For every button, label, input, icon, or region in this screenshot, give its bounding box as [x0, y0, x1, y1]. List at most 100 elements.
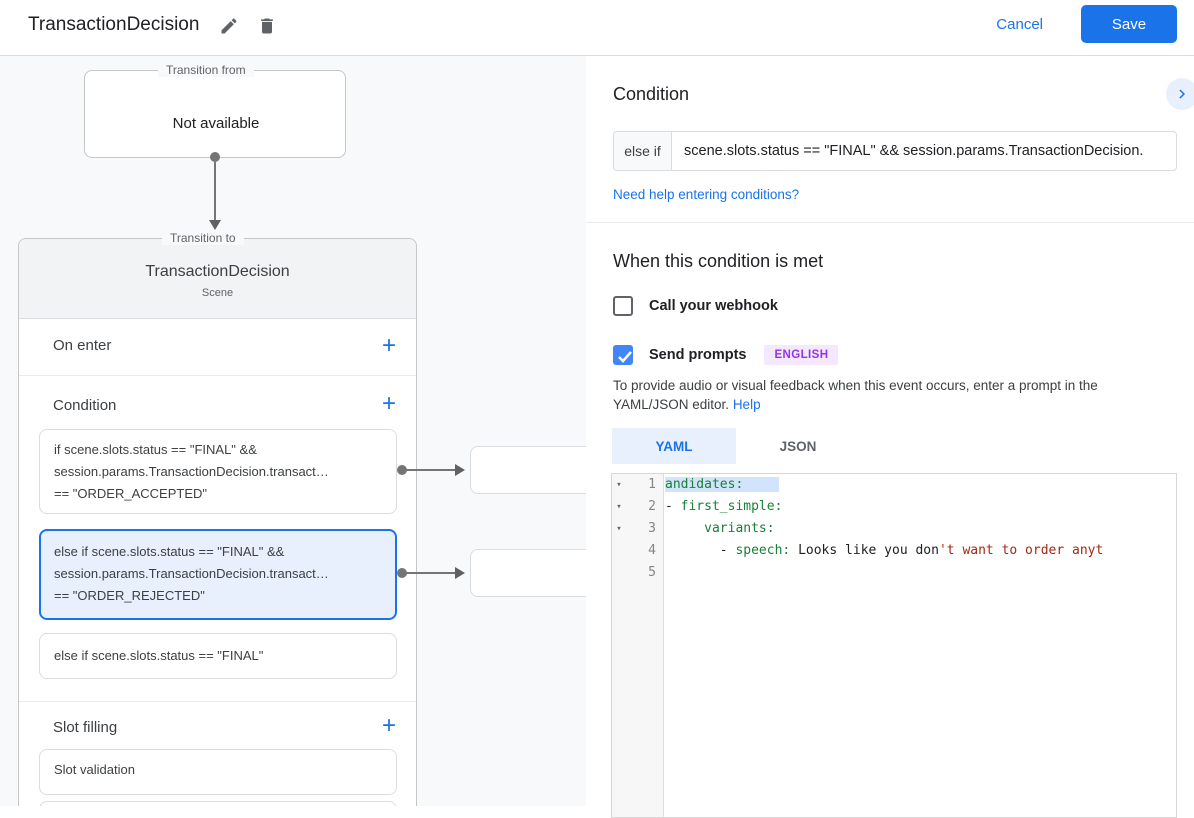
condition-help-link[interactable]: Need help entering conditions?: [613, 187, 800, 202]
line-number: 4: [648, 543, 656, 558]
fold-arrow-icon[interactable]: ▾: [616, 480, 622, 490]
arrow-down-icon: [209, 220, 221, 230]
code-line: ▾2- first_simple:: [612, 496, 1176, 518]
panel-divider: [586, 222, 1194, 223]
condition-card-line: == "ORDER_ACCEPTED": [54, 486, 207, 501]
call-webhook-checkbox[interactable]: [613, 296, 633, 316]
arrow-right-icon: [455, 567, 465, 579]
tab-yaml[interactable]: YAML: [612, 428, 736, 464]
connector-dot: [397, 568, 407, 578]
delete-scene-button[interactable]: [254, 14, 280, 40]
code-line: ▾3 variants:: [612, 518, 1176, 540]
checkmark-icon: [618, 351, 632, 363]
add-slot-button[interactable]: +: [381, 712, 396, 739]
fold-arrow-icon[interactable]: ▾: [616, 502, 622, 512]
condition-prefix-label: else if: [613, 131, 671, 171]
transition-target-node[interactable]: [470, 446, 586, 494]
tab-json[interactable]: JSON: [736, 428, 860, 464]
connector-line: [214, 162, 216, 220]
scene-card: TransactionDecision Scene On enter + Con…: [18, 238, 417, 806]
code-segment: variants:: [704, 521, 775, 536]
code-segment: speech:: [735, 543, 791, 558]
condition-card-line: session.params.TransactionDecision.trans…: [54, 464, 329, 479]
cancel-button[interactable]: Cancel: [996, 16, 1043, 33]
connector-dot: [397, 465, 407, 475]
code-segment: [665, 521, 704, 536]
partial-card: [39, 801, 397, 806]
chevron-right-icon: [1179, 89, 1185, 99]
condition-card[interactable]: if scene.slots.status == "FINAL" && sessi…: [39, 429, 397, 514]
section-divider: [19, 701, 416, 702]
scene-type-label: Scene: [201, 287, 234, 299]
on-enter-section: On enter +: [19, 319, 416, 376]
code-line: 5: [612, 562, 1176, 584]
prompt-description-text: To provide audio or visual feedback when…: [613, 378, 1098, 412]
code-line-content[interactable]: andidates:: [664, 474, 1176, 496]
code-line-content[interactable]: - speech: Looks like you don't want to o…: [664, 540, 1176, 562]
send-prompts-label: Send prompts: [649, 347, 747, 363]
condition-card-line: == "ORDER_REJECTED": [54, 588, 205, 603]
language-badge: ENGLISH: [764, 345, 839, 365]
condition-card[interactable]: else if scene.slots.status == "FINAL" &&…: [39, 529, 397, 620]
on-enter-label: On enter: [53, 337, 112, 354]
condition-card[interactable]: else if scene.slots.status == "FINAL": [39, 633, 397, 679]
editor-tabs: YAML JSON: [612, 428, 860, 464]
code-line-content[interactable]: [664, 562, 1176, 584]
condition-panel-heading: Condition: [613, 84, 690, 104]
transition-target-node[interactable]: [470, 549, 586, 597]
condition-card-line: if scene.slots.status == "FINAL" &&: [54, 442, 257, 457]
add-condition-button[interactable]: +: [381, 390, 396, 417]
code-segment: -: [665, 499, 681, 514]
slot-validation-card[interactable]: Slot validation: [39, 749, 397, 795]
line-gutter: ▾1: [612, 474, 664, 496]
help-link[interactable]: Help: [732, 397, 761, 412]
connector-dot: [210, 152, 220, 162]
code-segment: -: [665, 543, 736, 558]
condition-expression-input[interactable]: [671, 131, 1177, 171]
code-line: 4 - speech: Looks like you don't want to…: [612, 540, 1176, 562]
when-condition-heading: When this condition is met: [613, 251, 824, 271]
transition-to-legend: Transition to: [162, 231, 244, 245]
code-segment: 't want to order anyt: [938, 543, 1104, 558]
send-prompts-checkbox[interactable]: [613, 345, 633, 365]
code-segment: Looks like you don: [790, 543, 939, 558]
call-webhook-label: Call your webhook: [649, 298, 778, 314]
condition-card-line: else if scene.slots.status == "FINAL" &&: [54, 544, 285, 559]
arrow-right-icon: [455, 464, 465, 476]
condition-card-line: session.params.TransactionDecision.trans…: [54, 566, 329, 581]
line-gutter: ▾2: [612, 496, 664, 518]
page-title: TransactionDecision: [28, 14, 200, 35]
edit-scene-name-button[interactable]: [216, 14, 242, 40]
slot-filling-section-label: Slot filling: [53, 719, 118, 736]
line-number: 2: [648, 499, 656, 514]
condition-section-label: Condition: [53, 397, 117, 414]
fold-arrow-icon[interactable]: ▾: [616, 524, 622, 534]
fold-arrow-icon: [612, 540, 626, 562]
transition-from-value: Not available: [172, 115, 260, 132]
transition-from-legend: Transition from: [158, 63, 254, 77]
pencil-icon: [221, 17, 237, 33]
collapse-panel-button[interactable]: [1166, 78, 1194, 110]
editor-gutter: [612, 584, 664, 817]
code-line-content[interactable]: variants:: [664, 518, 1176, 540]
line-gutter: 4: [612, 540, 664, 562]
line-number: 3: [648, 521, 656, 536]
prompt-description: To provide audio or visual feedback when…: [613, 376, 1169, 414]
line-gutter: ▾3: [612, 518, 664, 540]
scene-card-header: TransactionDecision Scene: [19, 239, 416, 319]
add-on-enter-button[interactable]: +: [381, 332, 396, 359]
condition-card-line: else if scene.slots.status == "FINAL": [54, 648, 264, 663]
top-bar: TransactionDecision Cancel Save: [0, 0, 1194, 56]
line-number: 5: [648, 565, 656, 580]
code-line-content[interactable]: - first_simple:: [664, 496, 1176, 518]
condition-editor-panel: Condition else if Need help entering con…: [586, 56, 1194, 818]
condition-expression-row: else if: [613, 131, 1177, 171]
connector-line: [403, 572, 455, 574]
trash-icon: [261, 18, 273, 33]
save-button[interactable]: Save: [1081, 5, 1177, 43]
condition-card-list: if scene.slots.status == "FINAL" && sessi…: [39, 429, 397, 679]
send-prompts-row: Send prompts ENGLISH: [613, 345, 839, 365]
